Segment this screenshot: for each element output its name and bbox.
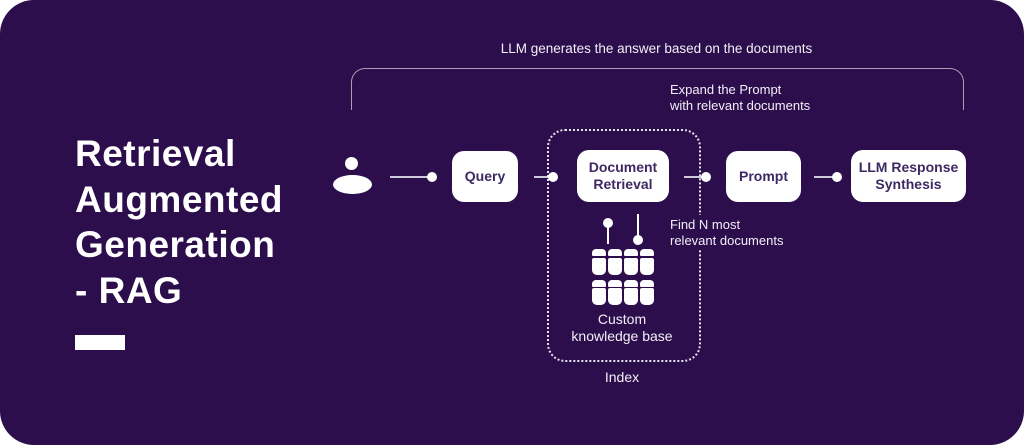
person-icon-body: [333, 175, 372, 194]
connector-line-retrieval-prompt: [684, 176, 703, 178]
title-line-3: Generation: [75, 224, 276, 265]
kb-block: [592, 249, 606, 275]
kb-block: [624, 279, 638, 305]
connector-dot-user-query: [427, 172, 437, 182]
pin-up-icon-stem: [637, 214, 639, 236]
index-label: Index: [604, 369, 640, 385]
knowledge-base-label: Custom knowledge base: [571, 311, 673, 344]
bracket-caption: LLM generates the answer based on the do…: [500, 41, 813, 56]
connector-line-prompt-llm: [814, 176, 833, 178]
knowledge-base-grid-icon: [592, 249, 654, 305]
connector-line-user-query: [390, 176, 429, 178]
title-underline-bar: [75, 335, 125, 350]
query-node: Query: [452, 151, 518, 202]
connector-dot-prompt-llm: [832, 172, 842, 182]
person-icon-head: [345, 157, 358, 170]
find-documents-note: Find N most relevant documents: [670, 215, 788, 250]
page-title: Retrieval Augmented Generation - RAG: [75, 131, 283, 350]
connector-line-query-retrieval: [534, 176, 551, 178]
connector-dot-query-retrieval: [548, 172, 558, 182]
kb-block: [608, 279, 622, 305]
kb-block: [640, 249, 654, 275]
pin-down-icon-stem: [607, 227, 609, 244]
answer-flow-bracket: [351, 68, 964, 110]
pin-up-icon-ball: [633, 235, 643, 245]
expand-prompt-note: Expand the Prompt with relevant document…: [670, 82, 811, 113]
kb-block: [608, 249, 622, 275]
kb-block: [624, 249, 638, 275]
title-line-4: - RAG: [75, 269, 183, 311]
kb-block: [640, 279, 654, 305]
kb-block: [592, 279, 606, 305]
prompt-node: Prompt: [726, 151, 801, 202]
llm-response-node: LLM Response Synthesis: [851, 150, 966, 202]
connector-dot-retrieval-prompt: [701, 172, 711, 182]
pin-down-icon-ball: [603, 218, 613, 228]
title-line-2: Augmented: [75, 178, 283, 220]
document-retrieval-node: Document Retrieval: [577, 150, 669, 202]
title-line-1: Retrieval: [75, 133, 236, 174]
